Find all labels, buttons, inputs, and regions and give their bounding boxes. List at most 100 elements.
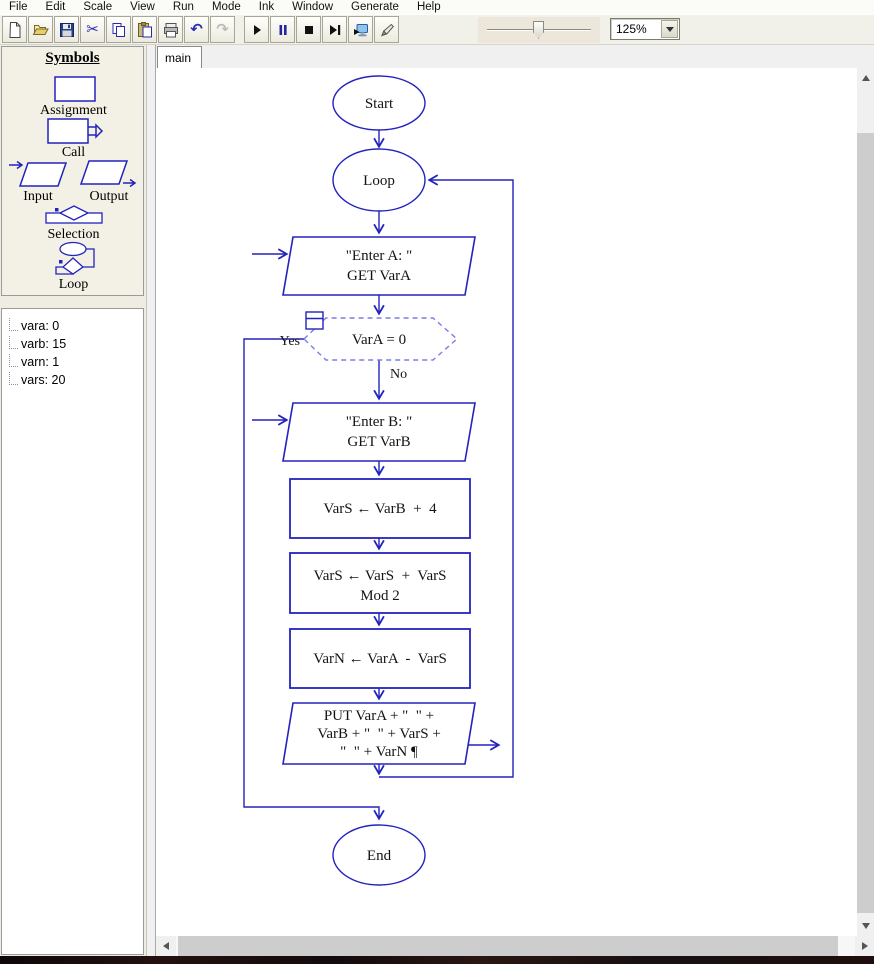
save-button[interactable] bbox=[54, 16, 79, 43]
play-icon bbox=[253, 24, 261, 35]
print-button[interactable] bbox=[158, 16, 183, 43]
loopback-connector bbox=[379, 174, 514, 778]
node-assign-s2[interactable]: VarS ← VarS + VarS Mod 2 bbox=[289, 552, 471, 614]
node-assign-s1[interactable]: VarS ← VarB + 4 bbox=[289, 478, 471, 539]
pause-button[interactable] bbox=[270, 16, 295, 43]
node-loop[interactable]: Loop bbox=[332, 148, 426, 212]
open-button[interactable] bbox=[28, 16, 53, 43]
scroll-down-button[interactable] bbox=[857, 916, 874, 936]
tree-elbow-icon bbox=[9, 353, 18, 367]
yes-label: Yes bbox=[280, 334, 300, 349]
save-icon bbox=[59, 22, 74, 37]
node-output-line2: VarB + " " + VarS + bbox=[317, 726, 441, 742]
variable-item[interactable]: varn: 1 bbox=[2, 353, 143, 371]
paste-icon bbox=[137, 21, 152, 37]
scroll-up-button[interactable] bbox=[857, 68, 874, 88]
flowchart-canvas: main bbox=[155, 45, 874, 956]
horizontal-scrollbar[interactable] bbox=[156, 936, 874, 956]
symbol-call[interactable] bbox=[2, 117, 145, 145]
copy-button[interactable] bbox=[106, 16, 131, 43]
redo-button[interactable]: ↷ bbox=[210, 16, 235, 43]
copy-icon bbox=[112, 22, 125, 37]
tree-elbow-icon bbox=[9, 317, 18, 331]
menu-ink[interactable]: Ink bbox=[258, 1, 275, 13]
horizontal-scroll-thumb[interactable] bbox=[178, 936, 838, 956]
node-decision-label: VarA = 0 bbox=[352, 332, 406, 348]
desktop-background-strip bbox=[0, 956, 874, 964]
assignment-symbol-icon bbox=[53, 76, 96, 102]
variable-item[interactable]: vars: 20 bbox=[2, 371, 143, 389]
variables-panel: vara: 0 varb: 15 varn: 1 vars: 20 bbox=[1, 308, 144, 955]
symbols-panel: Symbols Assignment Call Input Ou bbox=[1, 46, 144, 296]
node-start-label: Start bbox=[365, 96, 394, 112]
ink-pen-icon bbox=[380, 23, 394, 36]
menu-view[interactable]: View bbox=[130, 1, 155, 13]
slider-thumb[interactable] bbox=[533, 21, 544, 39]
symbol-loop[interactable] bbox=[2, 241, 145, 275]
menu-edit[interactable]: Edit bbox=[45, 1, 66, 13]
node-assign-n[interactable]: VarN ← VarA - VarS bbox=[289, 628, 471, 689]
menu-run[interactable]: Run bbox=[172, 1, 194, 13]
drawing-area[interactable]: Start Loop "Enter A: " GET VarA VarA = 0… bbox=[156, 68, 858, 936]
node-assign-n-label: VarN ← VarA - VarS bbox=[313, 651, 447, 667]
vertical-scrollbar[interactable] bbox=[857, 68, 874, 936]
node-input-b-line1: "Enter B: " bbox=[346, 414, 412, 430]
sidebar: Symbols Assignment Call Input Ou bbox=[0, 45, 147, 956]
node-input-a[interactable]: "Enter A: " GET VarA bbox=[282, 236, 476, 296]
output-symbol-icon[interactable] bbox=[77, 159, 139, 189]
undo-button[interactable]: ↶ bbox=[184, 16, 209, 43]
node-input-b[interactable]: "Enter B: " GET VarB bbox=[282, 402, 476, 462]
input-symbol-icon[interactable] bbox=[8, 159, 70, 189]
play-button[interactable] bbox=[244, 16, 269, 43]
scroll-right-button[interactable] bbox=[855, 936, 874, 956]
symbol-input-label: Input bbox=[23, 189, 53, 204]
step-button[interactable] bbox=[322, 16, 347, 43]
menu-mode[interactable]: Mode bbox=[211, 1, 241, 13]
menu-file[interactable]: File bbox=[9, 1, 28, 13]
connectors bbox=[243, 130, 514, 821]
tab-main[interactable]: main bbox=[157, 46, 202, 68]
menu-generate[interactable]: Generate bbox=[351, 1, 399, 13]
zoom-dropdown-button[interactable] bbox=[661, 20, 678, 38]
stop-button[interactable] bbox=[296, 16, 321, 43]
variable-item[interactable]: varb: 15 bbox=[2, 335, 143, 353]
symbol-assignment-label: Assignment bbox=[40, 103, 107, 118]
tree-elbow-icon bbox=[9, 371, 18, 385]
node-decision[interactable]: VarA = 0 Yes No bbox=[280, 311, 459, 382]
symbol-assignment[interactable] bbox=[2, 75, 145, 103]
yes-branch bbox=[243, 338, 385, 821]
menu-bar: File Edit Scale View Run Mode Ink Window… bbox=[0, 0, 874, 14]
zoom-select[interactable]: 125% bbox=[610, 18, 680, 40]
new-button[interactable] bbox=[2, 16, 27, 43]
zoom-value: 125% bbox=[616, 22, 647, 36]
cut-button[interactable]: ✂ bbox=[80, 16, 105, 43]
call-symbol-icon bbox=[46, 118, 103, 144]
vertical-scroll-thumb[interactable] bbox=[857, 133, 874, 913]
node-start[interactable]: Start bbox=[332, 75, 426, 131]
cut-icon: ✂ bbox=[86, 20, 99, 38]
execute-to-end-button[interactable] bbox=[348, 16, 373, 43]
node-output-line3: " " + VarN ¶ bbox=[340, 744, 418, 760]
symbol-output-label: Output bbox=[89, 189, 129, 204]
variable-text: vars: 20 bbox=[21, 373, 66, 387]
variable-text: varb: 15 bbox=[21, 337, 67, 351]
symbols-title: Symbols bbox=[45, 50, 100, 66]
zoom-slider[interactable] bbox=[478, 17, 600, 43]
node-assign-s1-label: VarS ← VarB + 4 bbox=[323, 501, 437, 517]
scroll-left-button[interactable] bbox=[156, 936, 176, 956]
node-output[interactable]: PUT VarA + " " + VarB + " " + VarS + " "… bbox=[282, 702, 476, 765]
ink-pen-button[interactable] bbox=[374, 16, 399, 43]
menu-window[interactable]: Window bbox=[292, 1, 333, 13]
pause-icon bbox=[279, 24, 287, 35]
paste-button[interactable] bbox=[132, 16, 157, 43]
node-input-b-line2: GET VarB bbox=[347, 434, 410, 450]
menu-help[interactable]: Help bbox=[416, 1, 441, 13]
arrow-left-icon bbox=[163, 942, 169, 950]
node-output-line1: PUT VarA + " " + bbox=[324, 708, 434, 724]
menu-scale[interactable]: Scale bbox=[83, 1, 113, 13]
tab-strip: main bbox=[156, 45, 874, 68]
symbol-selection[interactable] bbox=[2, 203, 145, 227]
variable-item[interactable]: vara: 0 bbox=[2, 317, 143, 335]
arrow-down-icon bbox=[861, 923, 870, 929]
node-end[interactable]: End bbox=[332, 824, 426, 886]
